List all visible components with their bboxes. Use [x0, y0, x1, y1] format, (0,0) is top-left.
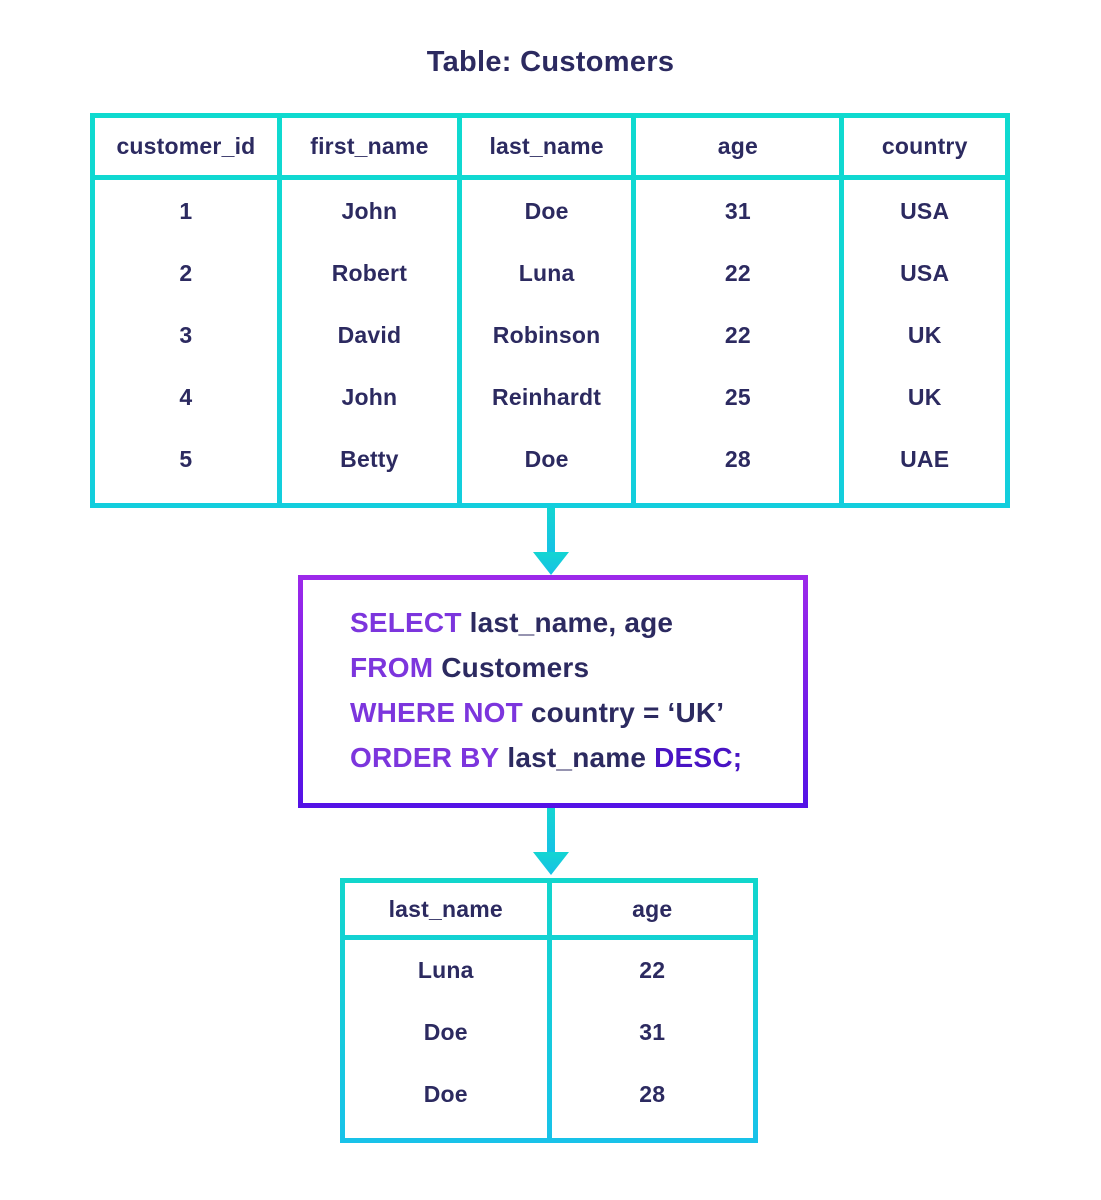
table-column-customer_id: 1 2 3 4 5: [95, 180, 277, 503]
query-text: country = ‘UK’: [522, 696, 725, 728]
diagram-title: Table: Customers: [426, 46, 675, 78]
table-cell: 22: [724, 321, 751, 348]
table-cell: UAE: [900, 445, 950, 472]
table-cell: David: [337, 321, 402, 348]
table-cell: Doe: [423, 1080, 468, 1107]
table-cell: Reinhardt: [492, 383, 602, 410]
table-cell: Doe: [423, 1019, 468, 1045]
table-cell: Betty: [340, 445, 399, 472]
table-cell: 28: [639, 1080, 666, 1107]
table-cell: USA: [900, 259, 950, 286]
column-header-country: country: [844, 118, 1005, 175]
table-cell: 2: [179, 259, 193, 286]
table-cell: Doe: [524, 197, 569, 224]
query-line: WHERE NOT country = ‘UK’: [350, 690, 783, 735]
table-cell: John: [341, 383, 398, 410]
table-cell: Robert: [331, 259, 408, 286]
table-cell: Luna: [417, 957, 474, 984]
table-column-country: USA USA UK UK UAE: [844, 180, 1005, 503]
query-line: SELECT last_name, age: [350, 600, 783, 645]
table-cell: Doe: [524, 445, 569, 472]
table-cell: John: [341, 197, 398, 224]
table-column-age: 31 22 22 25 28: [636, 180, 840, 503]
column-header-age: age: [636, 118, 840, 175]
query-keyword: DESC;: [654, 741, 743, 773]
query-keyword: FROM: [350, 651, 434, 683]
down-arrow-icon: [533, 808, 569, 875]
table-cell: UK: [907, 383, 942, 410]
column-header-customer_id: customer_id: [95, 118, 277, 175]
table-cell: 22: [639, 957, 666, 984]
query-line: FROM Customers: [350, 645, 783, 690]
query-keyword: WHERE NOT: [350, 696, 523, 728]
query-text: last_name, age: [461, 606, 674, 638]
table-cell: 5: [179, 445, 193, 472]
table-cell: UK: [907, 321, 942, 348]
query-line: ORDER BY last_name DESC;: [350, 735, 783, 780]
table-cell: 1: [179, 197, 193, 224]
query-text: Customers: [433, 651, 590, 683]
table-column-age: 22 31 28: [551, 940, 753, 1138]
column-header-last_name: last_name: [345, 883, 547, 935]
table-cell: 31: [724, 197, 751, 224]
table-cell: 28: [724, 445, 751, 472]
table-cell: 4: [179, 383, 193, 410]
table-cell: 25: [724, 383, 751, 410]
column-header-age: age: [551, 883, 753, 935]
table-cell: Robinson: [492, 321, 601, 348]
column-header-first_name: first_name: [281, 118, 457, 175]
table-cell: 22: [724, 259, 751, 286]
table-cell: USA: [900, 197, 950, 224]
down-arrow-icon: [533, 508, 569, 575]
table-cell: Luna: [518, 259, 575, 286]
query-text: last_name: [499, 741, 655, 773]
column-header-last_name: last_name: [461, 118, 632, 175]
table-cell: 3: [179, 321, 193, 348]
table-cell: 31: [639, 1019, 666, 1045]
query-keyword: ORDER BY: [350, 741, 500, 773]
query-keyword: SELECT: [350, 606, 462, 638]
